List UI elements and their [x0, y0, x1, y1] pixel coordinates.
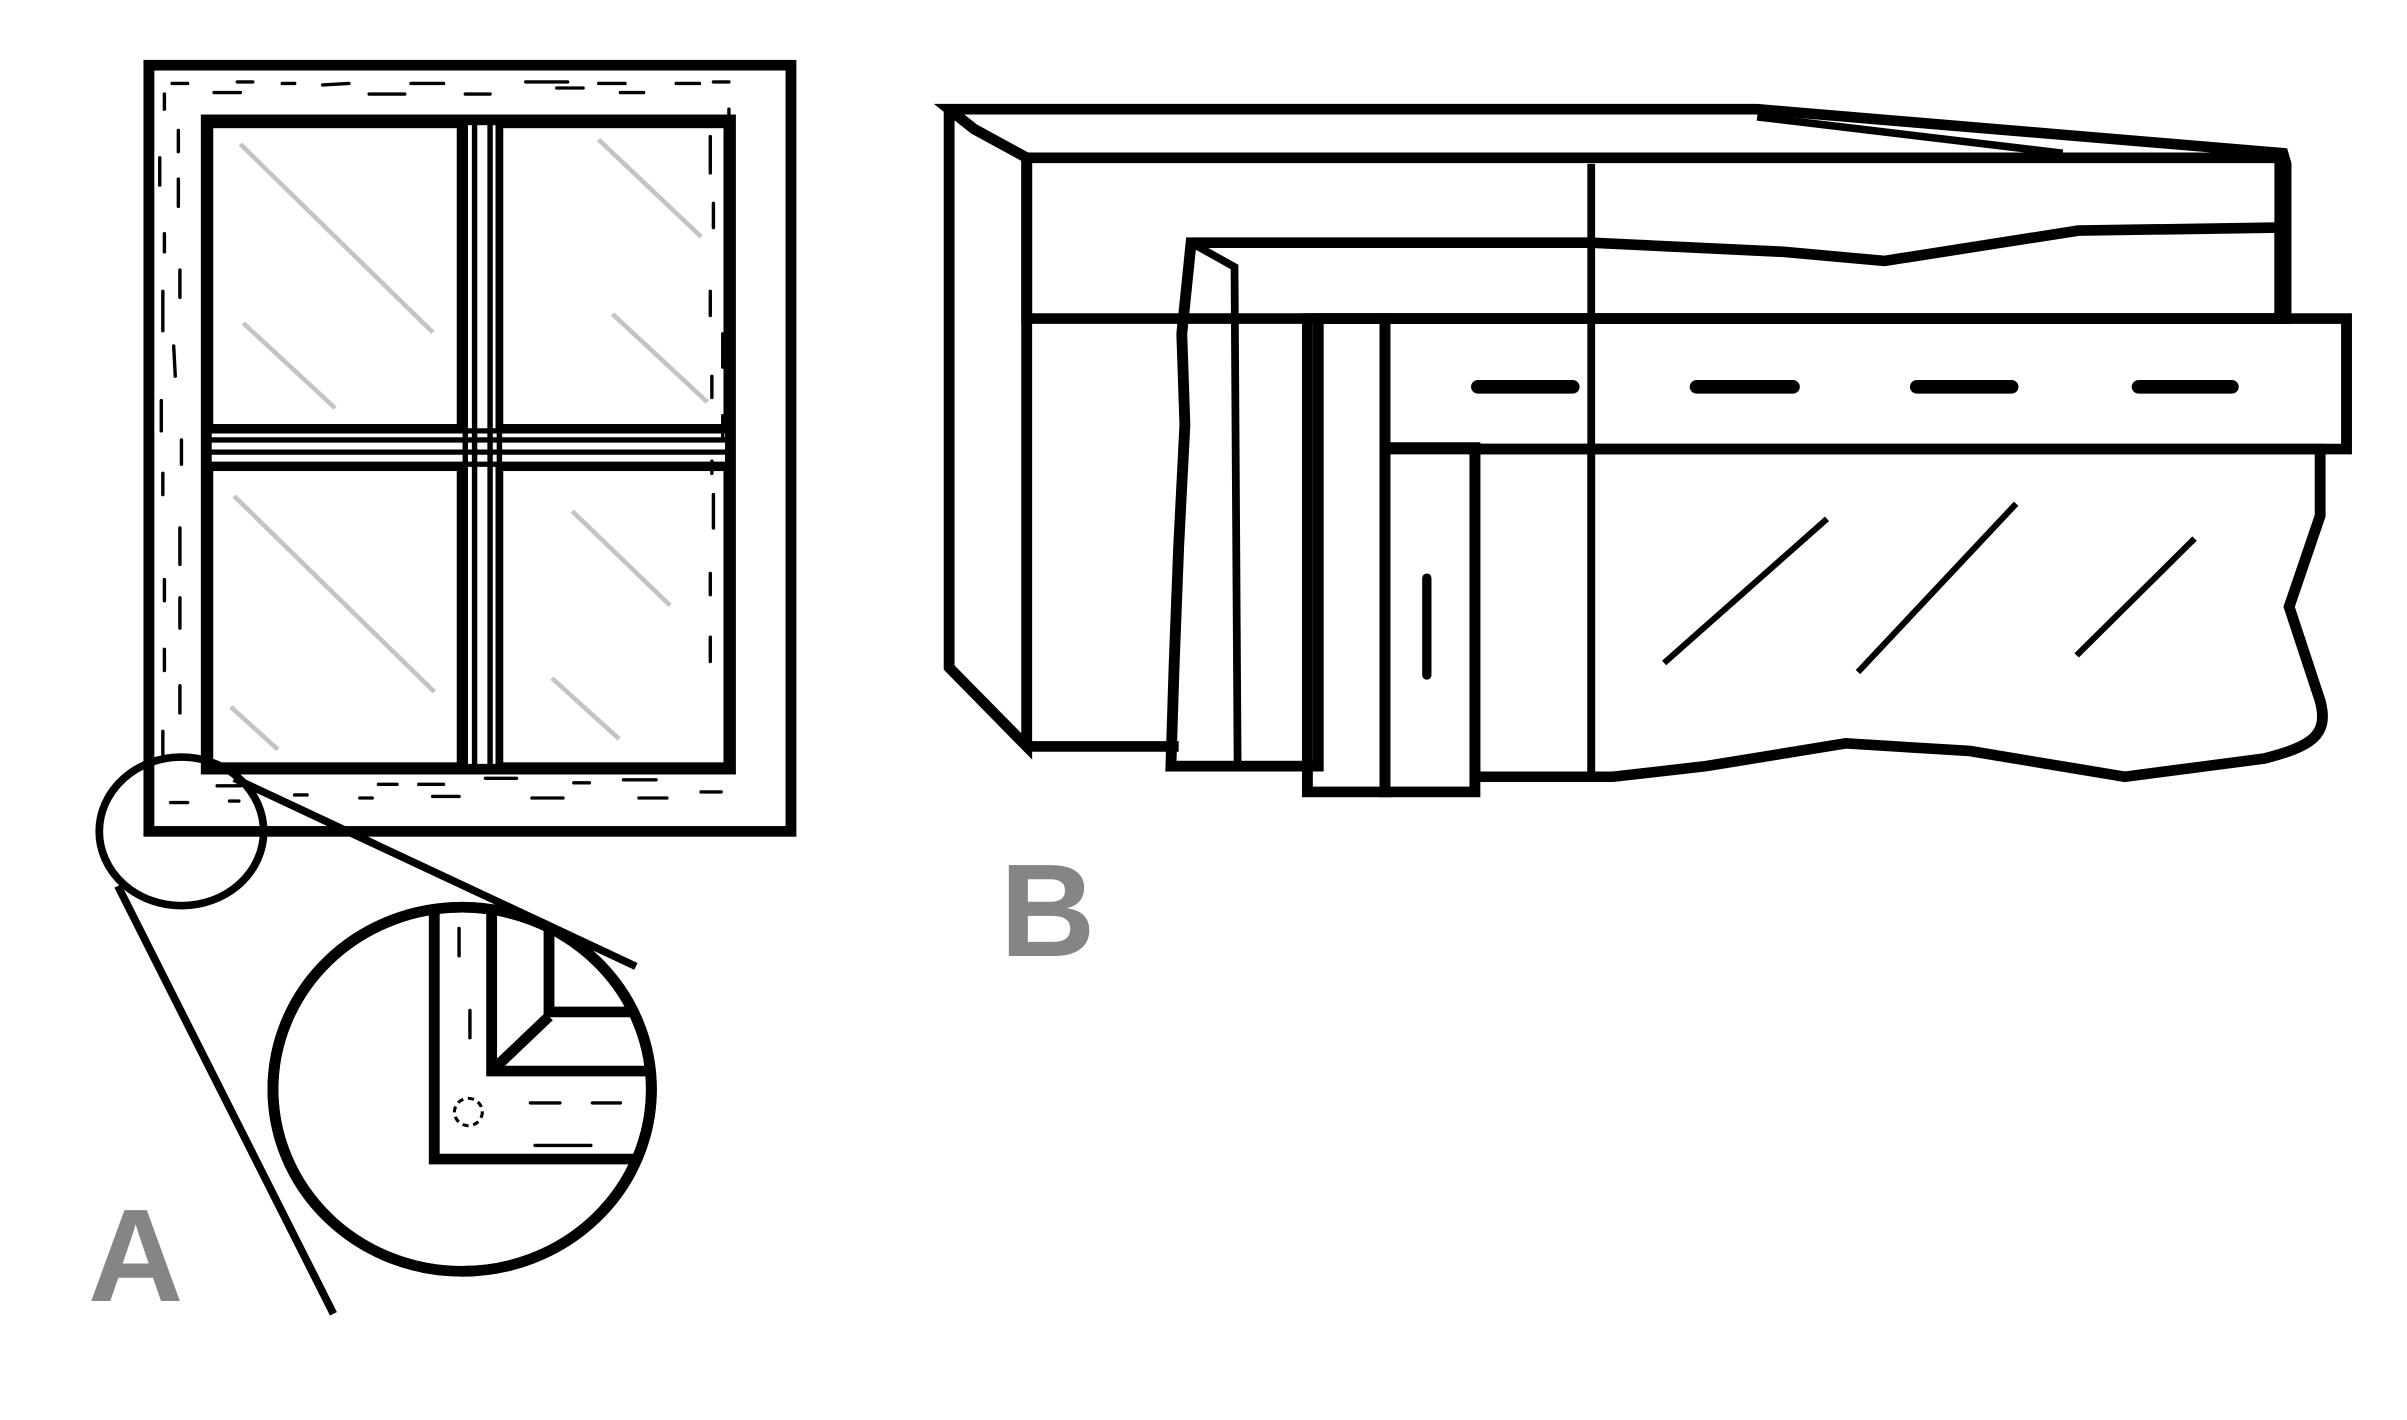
glass-glare-lines	[229, 137, 709, 752]
glass-pane-bottom-left	[205, 463, 465, 770]
muntin-cross	[206, 119, 731, 770]
outer-casing	[933, 103, 2292, 774]
panel-label-b: B	[1000, 837, 1096, 984]
wall-layer	[1165, 222, 2286, 772]
window-inner-sash	[200, 114, 736, 775]
glass-panes	[205, 120, 732, 770]
glass-pane-bottom-right	[495, 463, 732, 770]
panel-a-window	[95, 59, 797, 1316]
callout-source-circle	[95, 753, 268, 910]
glass-pane-top-left	[205, 120, 465, 432]
glass-section	[1469, 443, 2328, 783]
sash-frame	[1301, 313, 1481, 798]
panel-label-a: A	[88, 1182, 184, 1329]
frame-texture-dashes	[158, 80, 731, 805]
window-outer-frame	[143, 59, 797, 837]
dashed-top-rail	[1379, 313, 2352, 455]
panel-b-cutaway	[933, 103, 2352, 798]
glass-pane-top-right	[495, 120, 732, 432]
magnified-corner-detail	[267, 901, 657, 1277]
